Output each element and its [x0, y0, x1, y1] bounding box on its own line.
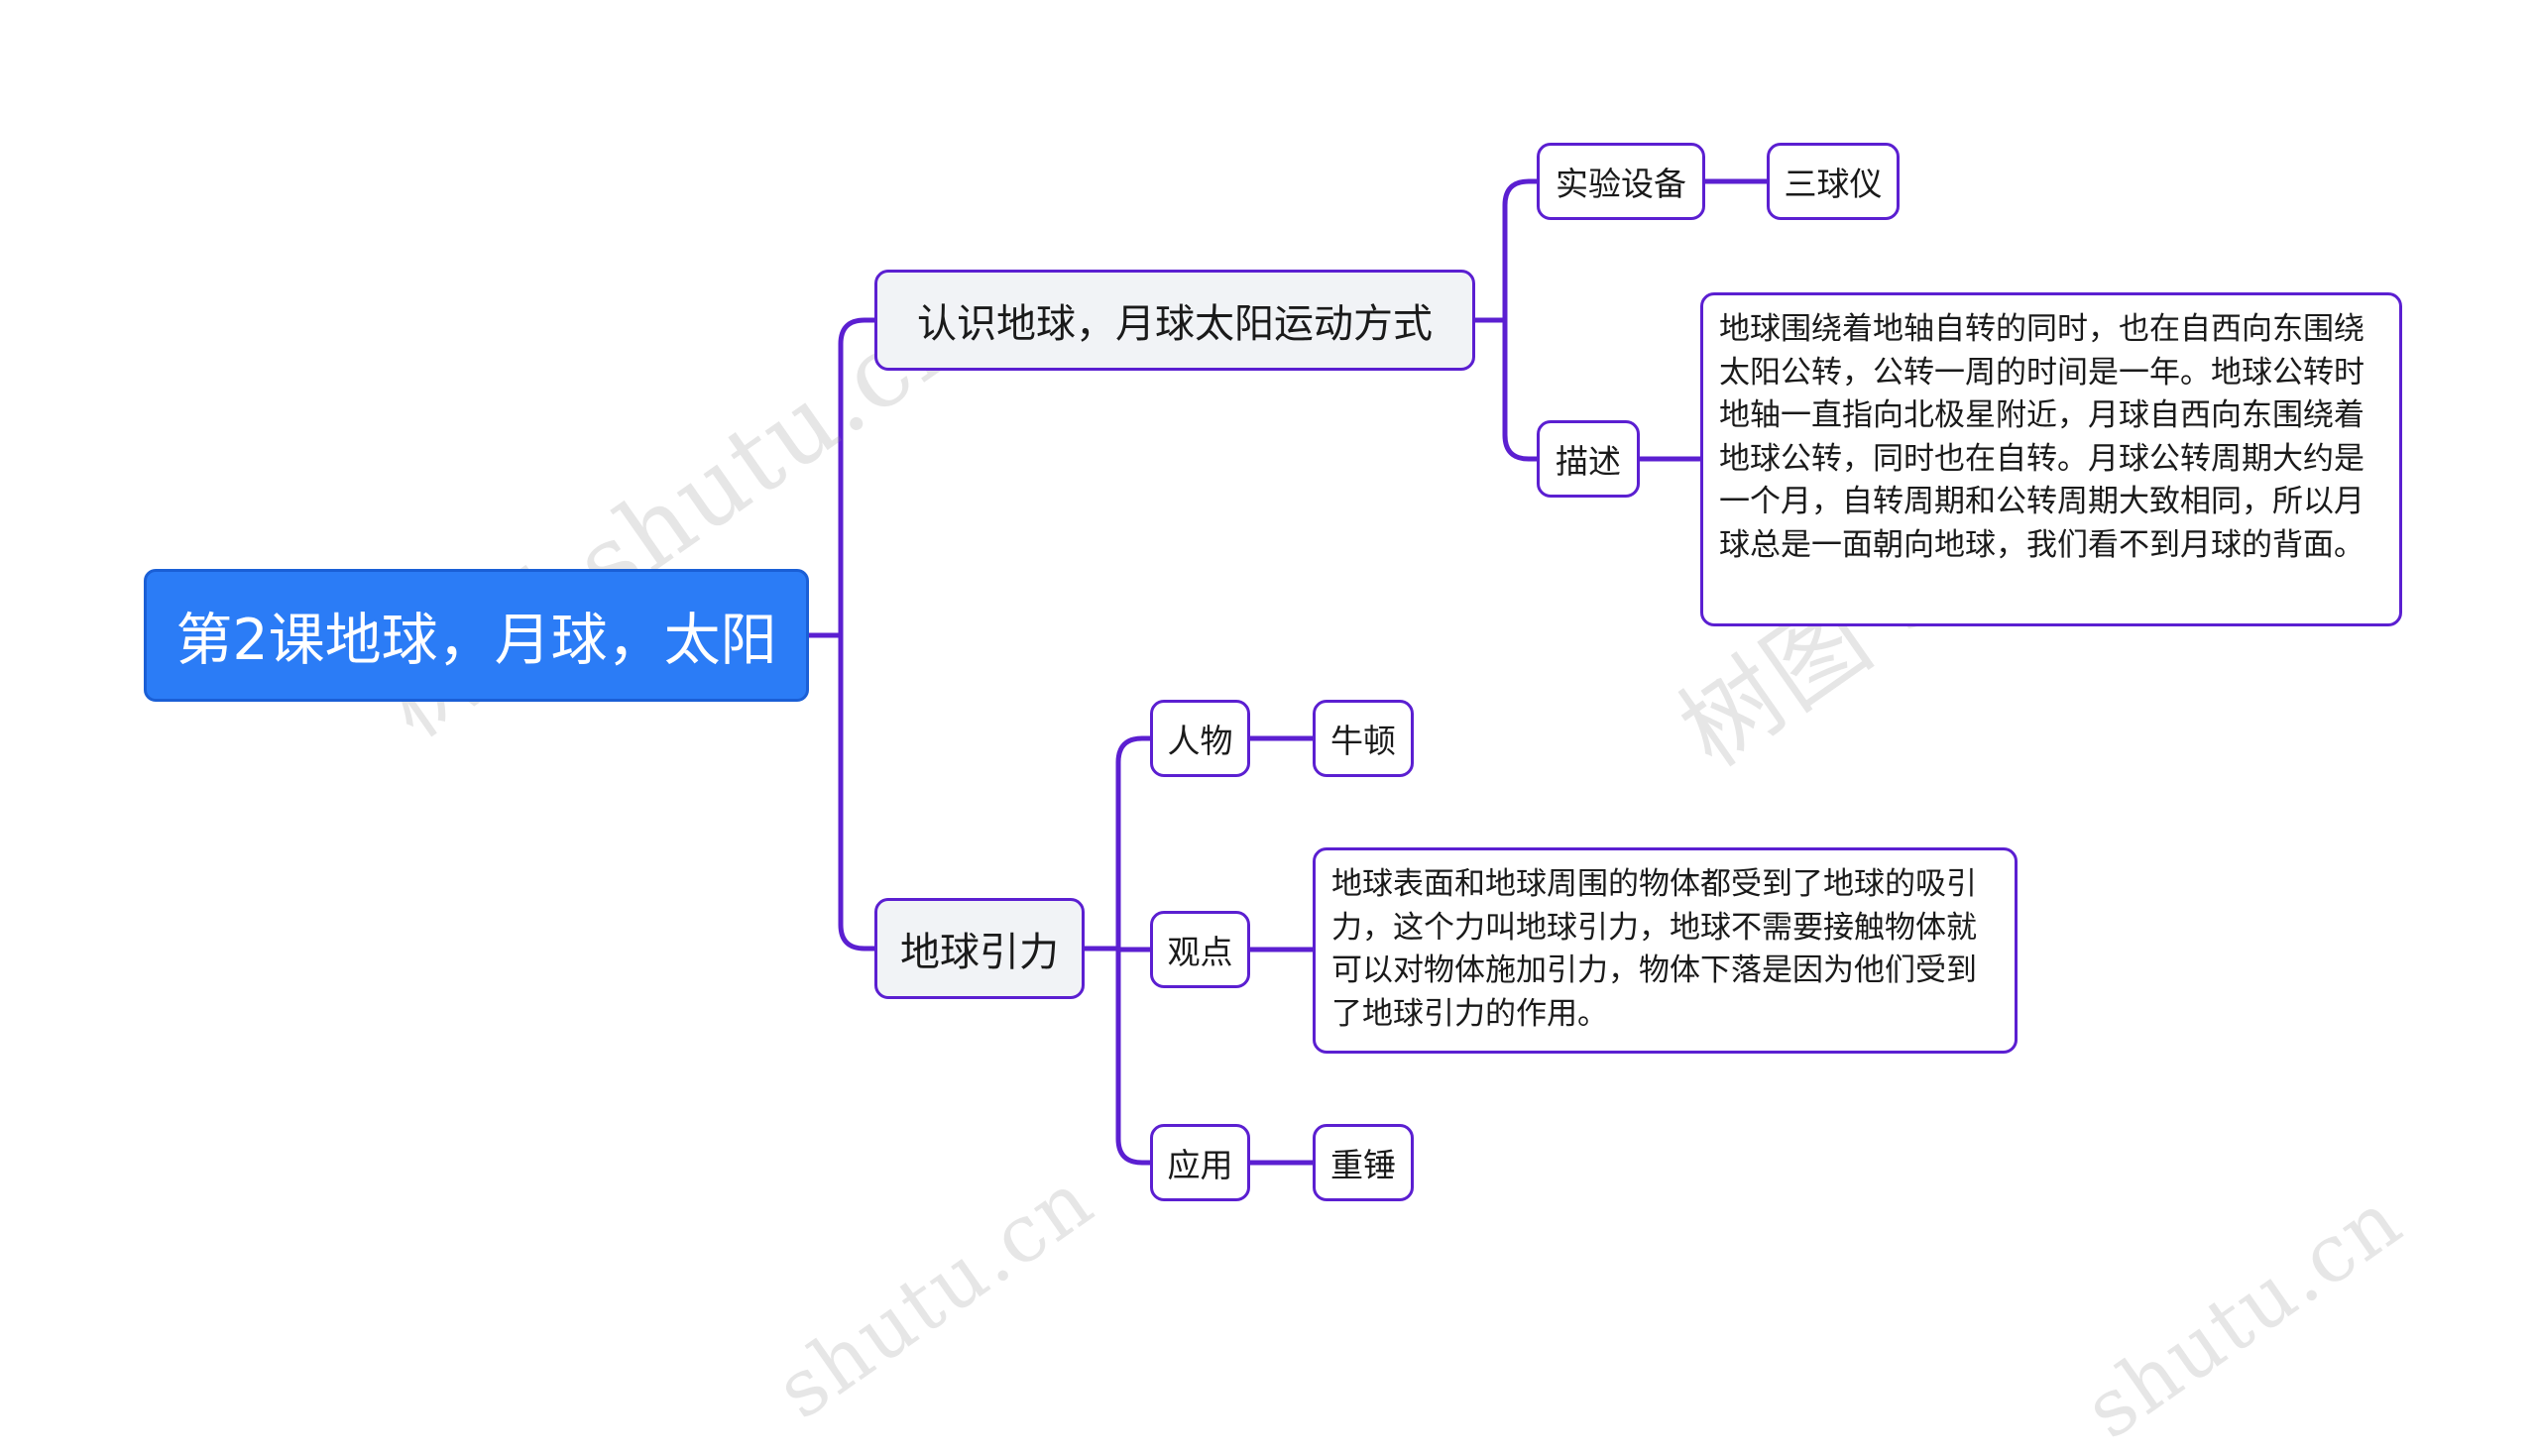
topic-viewpoint[interactable]: 观点: [1150, 911, 1250, 988]
topic-experiment-equipment[interactable]: 实验设备: [1537, 143, 1705, 220]
connector-branch2-application: [1115, 946, 1153, 1166]
connector-branch2-person: [1115, 735, 1153, 952]
root-topic[interactable]: 第2课地球，月球，太阳: [144, 569, 809, 702]
viewpoint-text[interactable]: 地球表面和地球周围的物体都受到了地球的吸引力，这个力叫地球引力，地球不需要接触物…: [1313, 847, 2018, 1054]
connector-branch1-description: [1502, 317, 1540, 462]
topic-plumb-bob[interactable]: 重锤: [1313, 1124, 1414, 1201]
topic-recognize-motion[interactable]: 认识地球，月球太阳运动方式: [874, 270, 1475, 371]
topic-earth-gravity[interactable]: 地球引力: [874, 898, 1085, 999]
description-text[interactable]: 地球围绕着地轴自转的同时，也在自西向东围绕太阳公转，公转一周的时间是一年。地球公…: [1700, 292, 2402, 626]
topic-description[interactable]: 描述: [1537, 420, 1640, 498]
mindmap-canvas: 树图 shutu.cn 树图 shutu.cn shutu.cn shutu.c…: [144, 143, 2418, 1456]
connector-branch1-equipment: [1502, 178, 1540, 323]
topic-newton[interactable]: 牛顿: [1313, 700, 1414, 777]
topic-person[interactable]: 人物: [1150, 700, 1250, 777]
topic-application[interactable]: 应用: [1150, 1124, 1250, 1201]
connector-lines: [806, 178, 1770, 1166]
connector-root-branch2: [838, 632, 877, 952]
connector-root-branch1: [838, 317, 877, 638]
topic-three-sphere-instrument[interactable]: 三球仪: [1767, 143, 1900, 220]
